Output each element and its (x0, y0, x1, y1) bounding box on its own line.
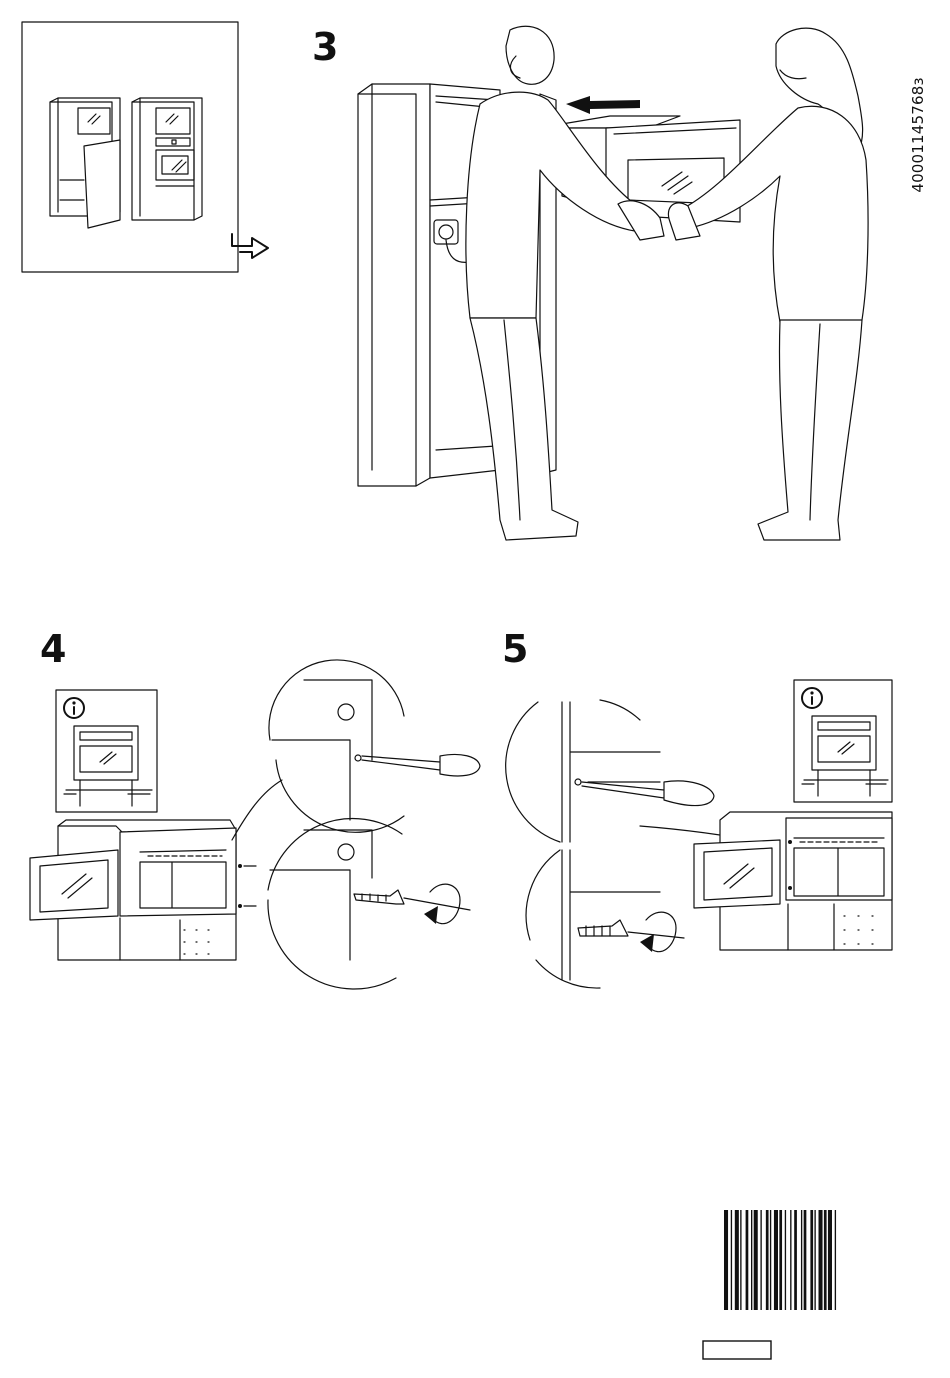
barcode (724, 1210, 904, 1314)
step-5-zoom-hole-marking (506, 700, 714, 842)
step-5-zoom-screwing (526, 850, 684, 988)
oven-with-open-door-mounted (694, 812, 892, 950)
label-box (702, 1340, 774, 1362)
info-icon (802, 688, 822, 708)
step-5-info-inset (794, 680, 892, 802)
step-5-illustration (0, 0, 950, 1000)
